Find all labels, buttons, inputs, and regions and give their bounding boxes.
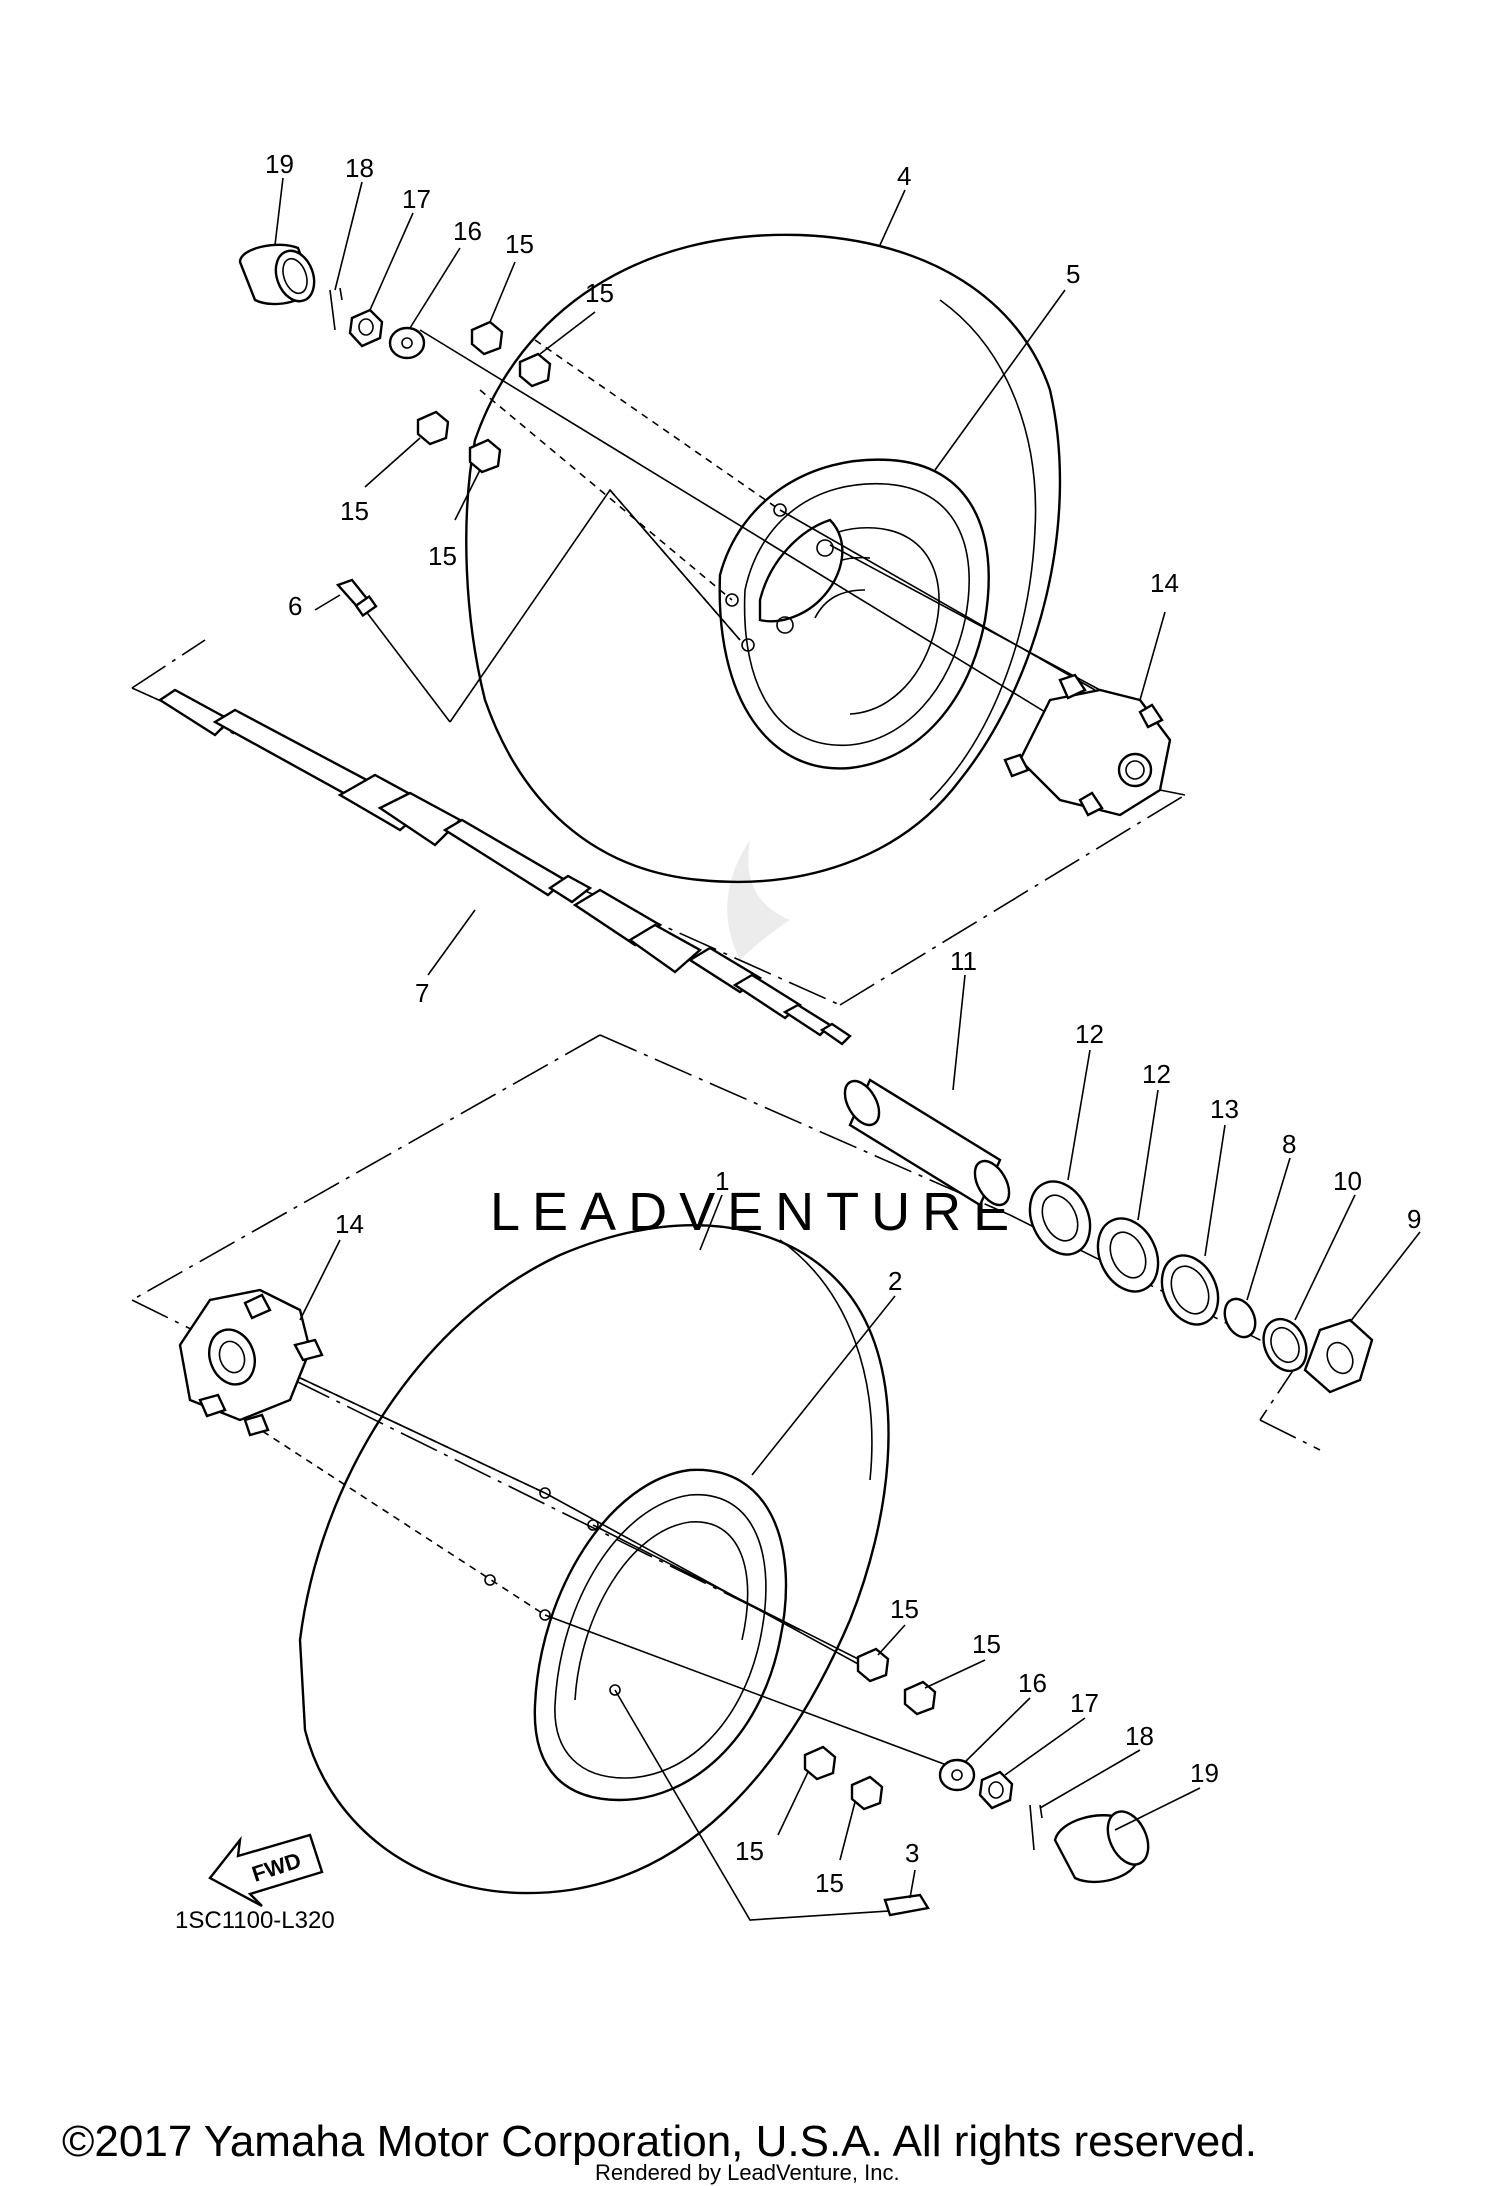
- callout-16-bottom: 16: [1018, 1668, 1047, 1698]
- callout-19-bottom: 19: [1190, 1758, 1219, 1788]
- nut-15-top-c: [416, 410, 450, 446]
- cap-19-bottom: [1053, 1810, 1150, 1884]
- washer-10: [1262, 1317, 1308, 1373]
- callout-7: 7: [415, 978, 429, 1008]
- callout-9: 9: [1407, 1204, 1421, 1234]
- cap-19-top: [238, 243, 316, 306]
- nut-15-top-b: [518, 352, 552, 388]
- nut-17-bottom: [978, 1770, 1014, 1810]
- axle-7: [157, 688, 852, 1046]
- callout-15-top-b: 15: [585, 278, 614, 308]
- washer-16-top: [388, 326, 426, 360]
- top-tire: [465, 233, 1062, 884]
- callout-2: 2: [888, 1266, 902, 1296]
- callout-18-bottom: 18: [1125, 1721, 1154, 1751]
- callout-10: 10: [1333, 1166, 1362, 1196]
- callout-3: 3: [905, 1838, 919, 1868]
- callout-15-top-a: 15: [505, 229, 534, 259]
- callout-16-top: 16: [453, 216, 482, 246]
- callout-15-bottom-b: 15: [972, 1629, 1001, 1659]
- callout-15-bottom-d: 15: [815, 1868, 844, 1898]
- callout-18-top: 18: [345, 153, 374, 183]
- nut-15-top-a: [470, 320, 504, 356]
- nut-15-bottom-d: [850, 1775, 884, 1811]
- circlip-8: [1223, 1297, 1257, 1339]
- callout-15-bottom-c: 15: [735, 1836, 764, 1866]
- callout-1: 1: [715, 1166, 729, 1196]
- cotter-pin-18-top: [329, 287, 343, 331]
- callout-12-b: 12: [1142, 1059, 1171, 1089]
- valve-6-top: [335, 578, 378, 618]
- washer-16-bottom: [938, 1758, 976, 1792]
- bottom-alignment-lines: [131, 1299, 961, 1921]
- rendered-by-text: Rendered by LeadVenture, Inc.: [595, 2160, 900, 2185]
- copyright-text: ©2017 Yamaha Motor Corporation, U.S.A. A…: [62, 2117, 1257, 2166]
- callout-12-a: 12: [1075, 1019, 1104, 1049]
- top-alignment-lines: [364, 329, 1101, 723]
- cotter-pin-18-bottom: [1029, 1804, 1043, 1851]
- fwd-arrow: FWD: [208, 1833, 324, 1908]
- callout-15-top-d: 15: [428, 541, 457, 571]
- nut-15-bottom-b: [903, 1680, 937, 1716]
- valve-3-bottom: [883, 1893, 930, 1917]
- nut-9: [1303, 1318, 1374, 1394]
- callout-17-top: 17: [402, 184, 431, 214]
- callout-14-bottom: 14: [335, 1209, 364, 1239]
- leader-lines: [274, 177, 1421, 1899]
- nut-17-top: [348, 308, 384, 348]
- callout-19-top: 19: [265, 149, 294, 179]
- callout-14-top: 14: [1150, 568, 1179, 598]
- hub-14-top: [1003, 673, 1172, 817]
- spacer-11: [843, 1078, 1011, 1207]
- callout-labels: 19 18 17 16 15 15 15 15 4 5 6 14 7 11 12…: [265, 149, 1421, 1898]
- callout-15-bottom-a: 15: [890, 1594, 919, 1624]
- bearing-12-a: [1028, 1180, 1092, 1256]
- middle-frame-lines: [131, 1034, 1321, 1451]
- hub-14-bottom: [178, 1288, 324, 1437]
- callout-4: 4: [897, 161, 911, 191]
- nut-15-bottom-a: [856, 1647, 890, 1683]
- callout-17-bottom: 17: [1070, 1688, 1099, 1718]
- callout-6: 6: [288, 591, 302, 621]
- callout-8: 8: [1282, 1129, 1296, 1159]
- nut-15-bottom-c: [803, 1745, 837, 1781]
- bearing-12-b: [1096, 1217, 1160, 1293]
- callout-13: 13: [1210, 1094, 1239, 1124]
- bottom-tire: [298, 1223, 890, 1895]
- nut-15-top-d: [468, 438, 502, 474]
- seal-13: [1160, 1254, 1220, 1326]
- diagram-code: 1SC1100-L320: [175, 1907, 335, 1934]
- callout-15-top-c: 15: [340, 496, 369, 526]
- callout-11: 11: [950, 946, 977, 976]
- callout-5: 5: [1066, 259, 1080, 289]
